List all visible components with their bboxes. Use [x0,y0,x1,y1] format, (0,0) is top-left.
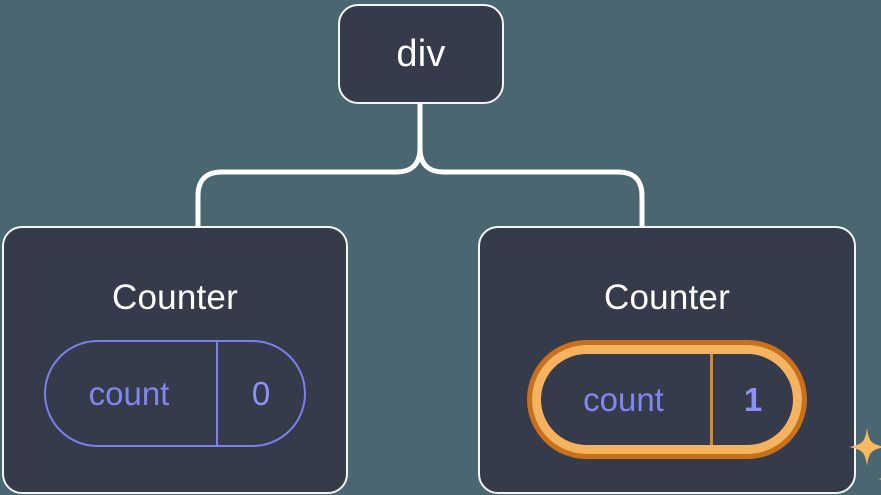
state-value-cell-left: 0 [218,342,304,445]
connector-to-left [195,145,423,229]
state-value-cell-right: 1 [713,354,793,445]
node-counter-right-title: Counter [604,278,730,317]
state-key-right: count [583,381,664,418]
sparkles-icon [849,428,881,480]
node-div[interactable]: div [338,4,504,104]
state-value-left: 0 [251,375,271,412]
state-pill-wrapper-right: count 1 [527,340,881,480]
state-pill-left[interactable]: count 0 [44,340,306,447]
node-div-label: div [396,33,446,75]
state-value-right: 1 [743,381,763,418]
node-counter-left[interactable]: Counter count 0 [2,226,348,494]
sparkle-large-icon [849,428,881,466]
state-key-cell-right: count [541,354,713,445]
node-counter-right[interactable]: Counter count 1 [478,226,881,494]
state-key-left: count [88,375,170,412]
state-pill-wrapper-left: count 0 [44,340,306,447]
node-counter-left-title: Counter [112,278,238,317]
state-pill-right[interactable]: count 1 [532,345,802,454]
state-pill-right-highlight-ring: count 1 [527,340,807,459]
connector-to-right [417,145,645,229]
state-key-cell-left: count [46,342,218,445]
